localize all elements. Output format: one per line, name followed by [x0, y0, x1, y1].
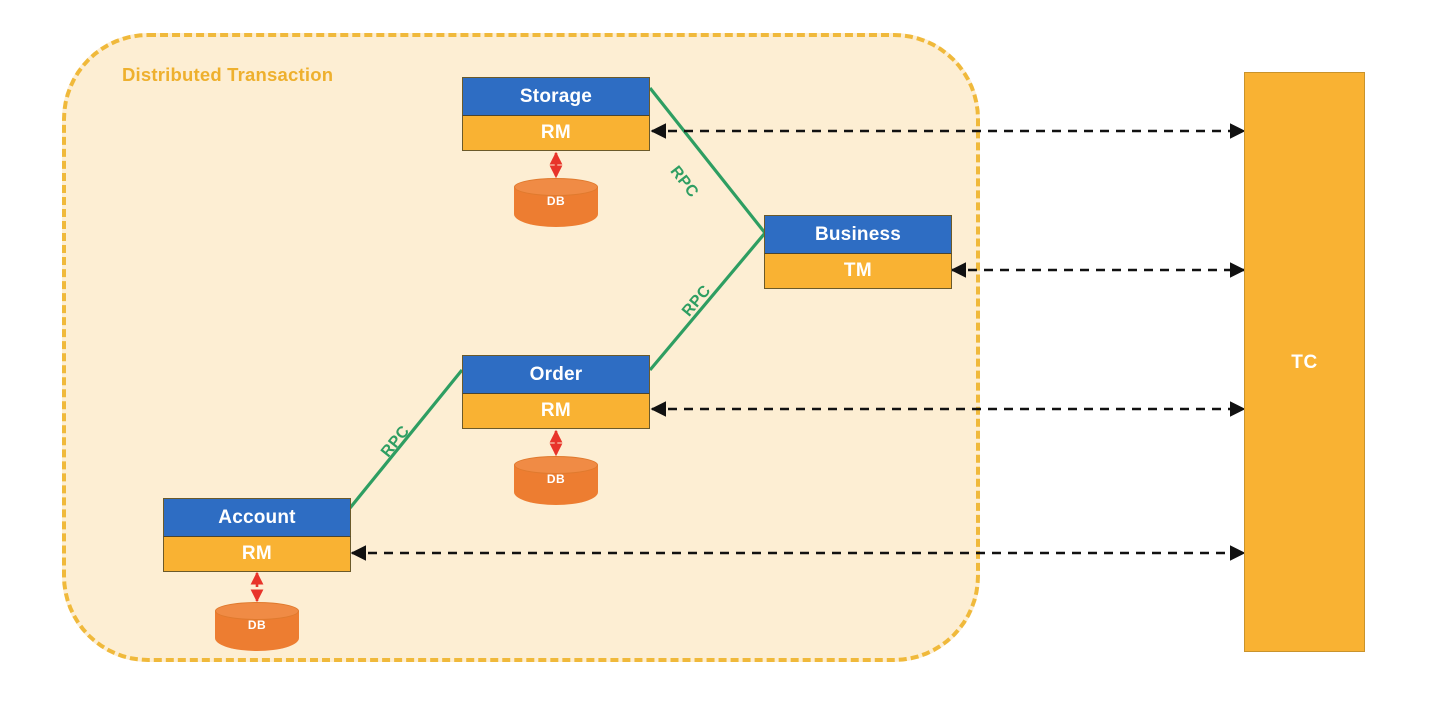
node-business[interactable]: Business TM [764, 215, 952, 289]
node-account-title: Account [163, 498, 351, 536]
node-storage-title: Storage [462, 77, 650, 115]
distributed-transaction-title: Distributed Transaction [122, 64, 334, 85]
db-order-top [514, 456, 598, 474]
node-storage-role: RM [462, 115, 650, 151]
node-order-title: Order [462, 355, 650, 393]
node-business-role: TM [764, 253, 952, 289]
db-account: DB [215, 602, 299, 656]
db-account-label: DB [247, 618, 267, 632]
db-order-label: DB [546, 472, 566, 486]
node-account[interactable]: Account RM [163, 498, 351, 572]
db-account-top [215, 602, 299, 620]
node-order-role: RM [462, 393, 650, 429]
db-storage-label: DB [546, 194, 566, 208]
node-account-role: RM [163, 536, 351, 572]
db-storage-top [514, 178, 598, 196]
tc-box[interactable] [1244, 72, 1365, 652]
node-business-title: Business [764, 215, 952, 253]
node-storage[interactable]: Storage RM [462, 77, 650, 151]
db-storage: DB [514, 178, 598, 232]
db-order: DB [514, 456, 598, 510]
tc-label: TC [1291, 352, 1318, 373]
node-order[interactable]: Order RM [462, 355, 650, 429]
